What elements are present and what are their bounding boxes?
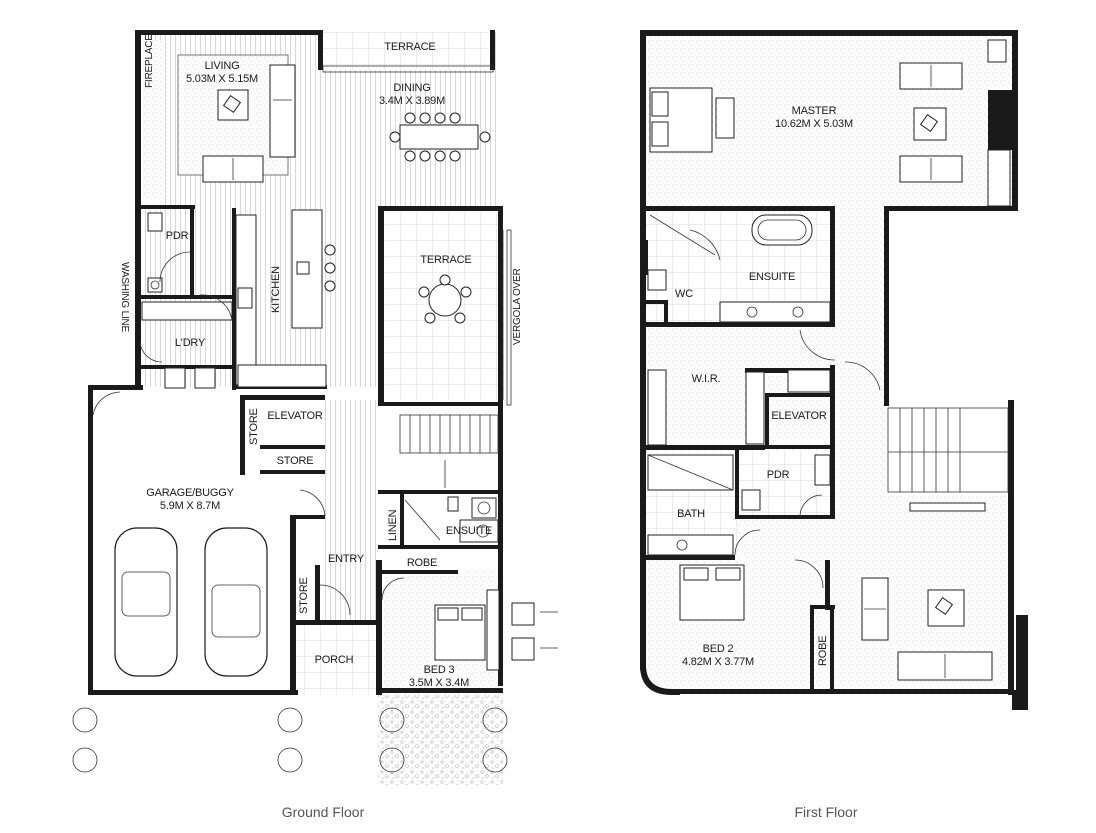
elevator-label: ELEVATOR: [267, 410, 323, 422]
robe-label-ground: ROBE: [407, 557, 437, 569]
terrace-top-floor: [320, 32, 495, 70]
wir-label: W.I.R.: [692, 373, 721, 385]
first-floor-plan: [640, 30, 1028, 710]
living-size-label: 5.03M X 5.15M: [186, 73, 258, 85]
store-label-3: STORE: [298, 577, 310, 614]
kitchen-label: KITCHEN: [270, 266, 282, 313]
ground-floor-plan: [72, 30, 558, 785]
garden-gravel: [378, 695, 503, 785]
dining-label: DINING: [393, 82, 430, 94]
ground-stairs: [399, 414, 499, 488]
fireplace-label: FIREPLACE: [144, 34, 155, 88]
laundry-label: L'DRY: [175, 337, 206, 349]
dining-size-label: 3.4M X 3.89M: [379, 95, 445, 107]
robe-label-first: ROBE: [817, 636, 829, 666]
first-stairs: [887, 407, 1009, 512]
porch-floor: [296, 625, 376, 695]
terrace-label: TERRACE: [420, 254, 471, 266]
ensuite-label-first: ENSUITE: [749, 271, 795, 283]
bed3-label: BED 3: [424, 664, 455, 676]
first-floor-caption: First Floor: [795, 804, 858, 820]
bed3-size-label: 3.5M X 3.4M: [409, 677, 469, 689]
linen-label: LINEN: [387, 509, 399, 541]
pdr-label: PDR: [166, 230, 189, 242]
master-label: MASTER: [792, 105, 837, 117]
bath-label: BATH: [677, 508, 705, 520]
entry-floor: [325, 400, 380, 620]
fireplace-hearth: [142, 40, 164, 210]
washing-line-label: WASHING LINE: [119, 262, 130, 333]
elevator-label-first: ELEVATOR: [771, 410, 827, 422]
ground-floor-caption: Ground Floor: [282, 804, 365, 820]
store-label-2: STORE: [277, 455, 314, 467]
store-label-1: STORE: [248, 408, 260, 445]
master-size-label: 10.62M X 5.03M: [775, 118, 853, 130]
vergola-label: VERGOLA OVER: [512, 268, 523, 345]
bed2-label: BED 2: [703, 643, 734, 655]
porch-label: PORCH: [315, 654, 354, 666]
entry-label: ENTRY: [328, 553, 365, 565]
garage-size-label: 5.9M X 8.7M: [160, 500, 220, 512]
ensuite-label-ground: ENSUITE: [446, 525, 492, 537]
living-label: LIVING: [205, 60, 240, 72]
wc-label: WC: [675, 288, 693, 300]
pdr-label-first: PDR: [767, 469, 790, 481]
bed2-size-label: 4.82M X 3.77M: [682, 656, 754, 668]
terrace-top-label: TERRACE: [384, 41, 435, 53]
garage-label: GARAGE/BUGGY: [146, 487, 234, 499]
garage-cars: [114, 527, 268, 677]
